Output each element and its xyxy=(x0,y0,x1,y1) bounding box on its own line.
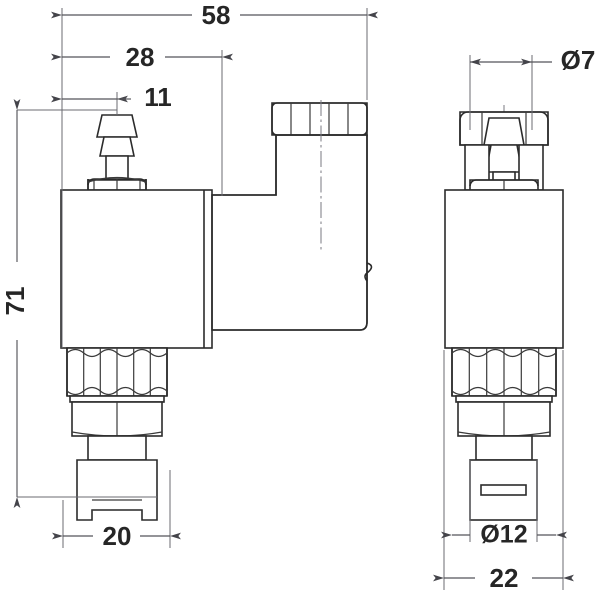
dimension-22: 22 xyxy=(433,563,574,593)
dimension-71-label: 71 xyxy=(0,287,30,316)
dimension-20: 20 xyxy=(52,521,181,551)
side-knurled-nut xyxy=(451,347,557,397)
side-main-body xyxy=(444,189,564,349)
dimension-22-label: 22 xyxy=(490,563,519,593)
dimension-d7-label: Ø7 xyxy=(561,45,596,75)
front-stem xyxy=(87,435,147,461)
front-collar xyxy=(69,395,165,437)
dimension-d12: Ø12 xyxy=(441,521,567,549)
front-view xyxy=(60,100,373,521)
dimension-11: 11 xyxy=(51,82,172,112)
dimension-20-label: 20 xyxy=(103,521,132,551)
dimension-71: 71 xyxy=(0,99,30,508)
side-end-plug xyxy=(469,459,538,521)
side-collar xyxy=(455,395,553,437)
front-end-plug xyxy=(76,459,158,521)
dimension-28-label: 28 xyxy=(126,42,155,72)
hose-barb xyxy=(95,114,139,181)
electrical-connector xyxy=(211,100,373,331)
dimension-28: 28 xyxy=(51,42,233,72)
dimension-11-label: 11 xyxy=(144,82,172,112)
side-view xyxy=(444,105,564,521)
side-shoulder xyxy=(464,144,544,191)
dimension-58: 58 xyxy=(51,0,378,30)
side-stem xyxy=(475,435,533,461)
dimension-d7: Ø7 xyxy=(470,45,595,75)
front-main-body xyxy=(60,189,213,349)
side-small-hex xyxy=(469,179,539,191)
front-hex-nut xyxy=(87,176,147,191)
dimension-d12-label: Ø12 xyxy=(480,521,527,549)
front-knurled-nut xyxy=(66,347,168,397)
dimension-58-label: 58 xyxy=(202,0,231,30)
